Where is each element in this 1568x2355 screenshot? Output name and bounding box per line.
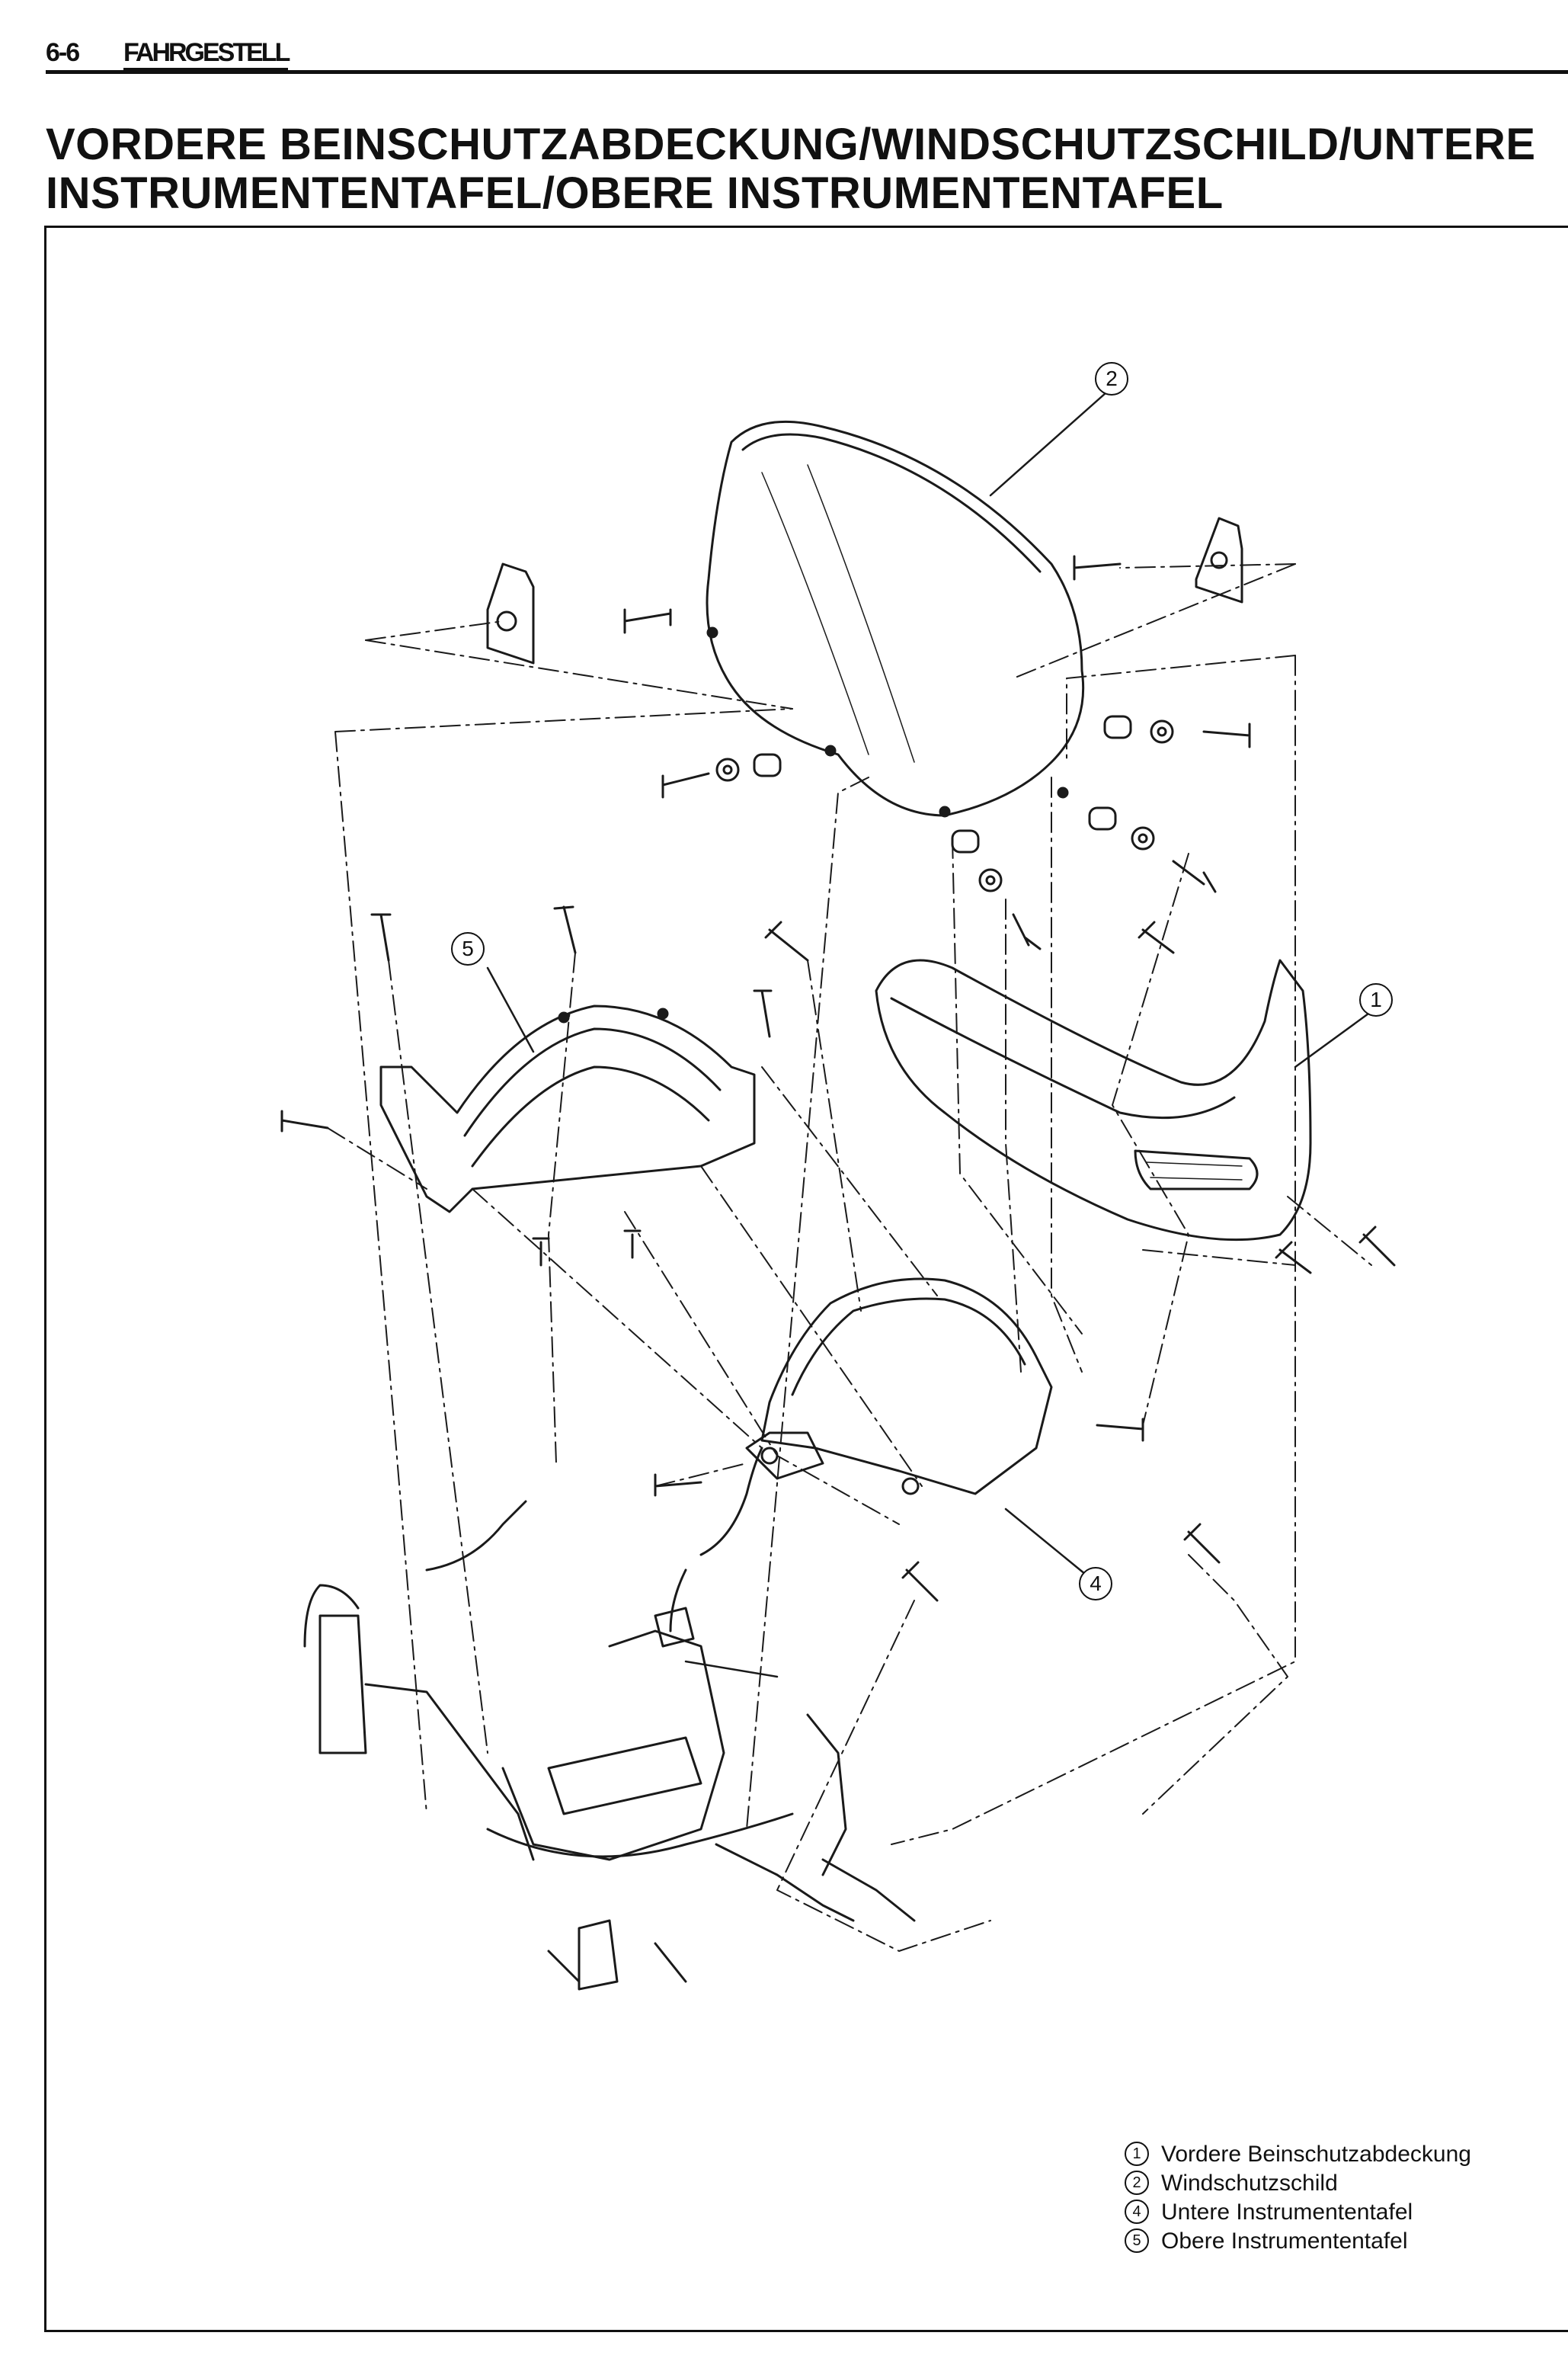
illustration-frame xyxy=(44,226,1568,2332)
callout-leaders xyxy=(486,391,1370,1579)
legend-label: Untere Instrumententafel xyxy=(1161,2200,1413,2225)
screw-set-top xyxy=(623,555,1251,950)
legend-item: 5 Obere Instrumententafel xyxy=(1125,2227,1471,2256)
legend-number: 5 xyxy=(1125,2228,1149,2254)
windshield-brackets xyxy=(486,517,1243,665)
assembly-guide-lines xyxy=(327,563,1372,1952)
callout-4: 4 xyxy=(1079,1567,1112,1600)
legend-number: 4 xyxy=(1125,2200,1149,2225)
legend-item: 4 Untere Instrumententafel xyxy=(1125,2198,1471,2227)
legend-label: Vordere Beinschutzabdeckung xyxy=(1161,2142,1471,2167)
page-number: 6-6 xyxy=(46,38,80,67)
lower-instrument-panel-part xyxy=(745,1277,1053,1495)
legend-item: 1 Vordere Beinschutzabdeckung xyxy=(1125,2140,1471,2169)
page-title: VORDERE BEINSCHUTZABDECKUNG/WINDSCHUTZSC… xyxy=(46,120,1554,218)
legend-label: Windschutzschild xyxy=(1161,2171,1338,2196)
title-line-1: VORDERE BEINSCHUTZABDECKUNG/WINDSCHUTZSC… xyxy=(46,120,1536,169)
legend-number: 2 xyxy=(1125,2171,1149,2196)
screw-set-middle xyxy=(280,905,1175,1267)
callout-2: 2 xyxy=(1095,362,1128,396)
title-line-2: INSTRUMENTENTAFEL/OBERE INSTRUMENTENTAFE… xyxy=(46,168,1224,218)
legend-number: 1 xyxy=(1125,2142,1149,2167)
section-name: FAHRGESTELL xyxy=(123,38,290,70)
page-header: 6-6 FAHRGESTELL xyxy=(46,35,1568,74)
handlebar-assembly xyxy=(303,1447,916,1991)
windshield-part xyxy=(706,420,1085,818)
front-leg-shield-part xyxy=(875,959,1312,1242)
upper-instrument-panel-part xyxy=(379,1004,756,1213)
legend-item: 2 Windschutzschild xyxy=(1125,2169,1471,2198)
legend-label: Obere Instrumententafel xyxy=(1161,2228,1408,2254)
callout-5: 5 xyxy=(451,932,485,966)
parts-legend: 1 Vordere Beinschutzabdeckung 2 Windschutz… xyxy=(1125,2140,1471,2256)
callout-1: 1 xyxy=(1359,983,1393,1017)
